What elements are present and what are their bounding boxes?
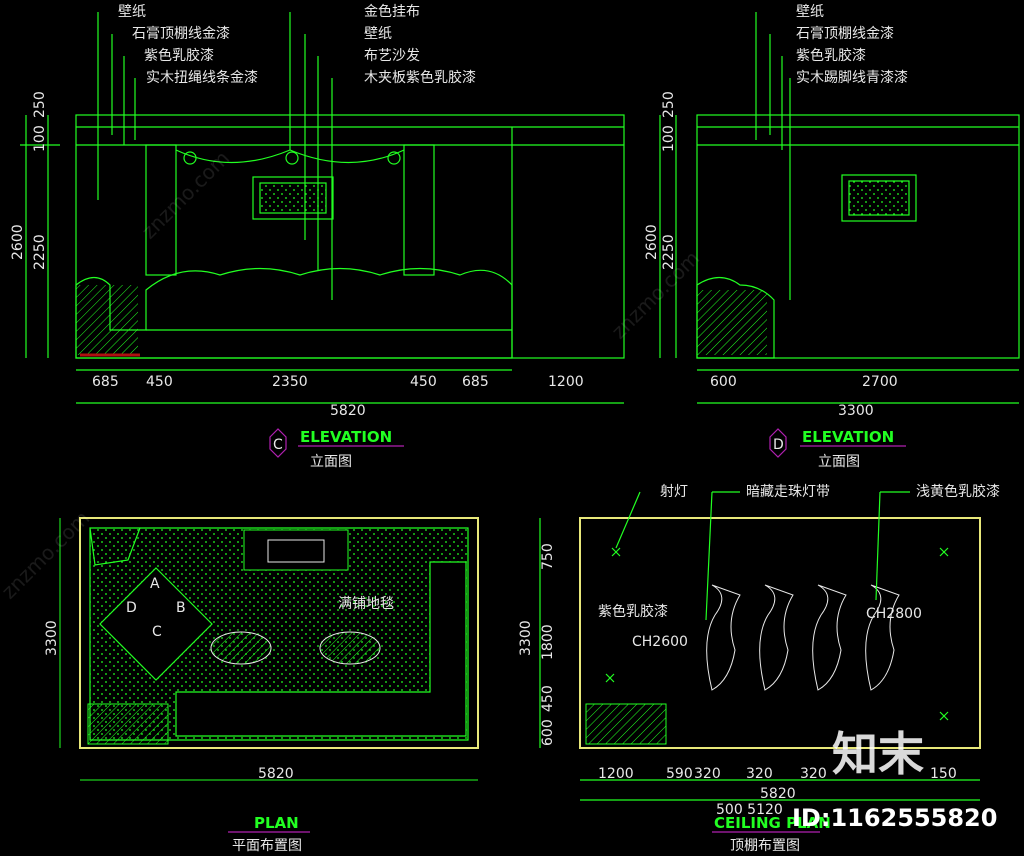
dim-h-685b: 685 bbox=[462, 374, 489, 390]
elevation-c bbox=[20, 12, 625, 404]
plan-dim-3300: 3300 bbox=[44, 620, 60, 656]
sectional-sofa bbox=[175, 561, 467, 737]
plan-dim-5820: 5820 bbox=[258, 766, 294, 782]
label-purple-ceiling: 紫色乳胶漆 bbox=[598, 603, 668, 620]
plan-walls bbox=[79, 517, 479, 749]
elevation-c-title: ELEVATION bbox=[300, 428, 392, 446]
dim-v-2250: 2250 bbox=[32, 234, 48, 270]
plan-title: PLAN bbox=[254, 814, 299, 832]
marker-b: B bbox=[176, 600, 186, 616]
picture-frame-d bbox=[841, 174, 917, 222]
sofa bbox=[75, 267, 513, 359]
dim-v-100: 100 bbox=[32, 125, 48, 152]
ceil-dim-3300: 3300 bbox=[518, 620, 534, 656]
plan-subtitle: 平面布置图 bbox=[232, 838, 302, 854]
d-dim-v-2250: 2250 bbox=[661, 234, 677, 270]
label-ch2600: CH2600 bbox=[632, 634, 688, 650]
elevation-d-title: ELEVATION bbox=[802, 428, 894, 446]
ceil-dim-750: 750 bbox=[540, 543, 556, 570]
watermark-repeat-1: znzmo.com bbox=[137, 146, 235, 244]
led-strip-3 bbox=[812, 584, 847, 691]
dim-v-250: 250 bbox=[32, 91, 48, 118]
carpet-label: 满铺地毯 bbox=[338, 596, 394, 612]
led-strip-2 bbox=[759, 584, 794, 691]
label-gypsum-cornice: 石膏顶棚线金漆 bbox=[132, 25, 230, 42]
elevation-d-subtitle: 立面图 bbox=[818, 454, 860, 470]
label-fabric-sofa: 布艺沙发 bbox=[364, 48, 420, 64]
ceiling: 射灯 暗藏走珠灯带 浅黄色乳胶漆 紫色乳胶漆 CH2600 CH2800 750… bbox=[518, 483, 1000, 854]
ceil-dim-590: 590 bbox=[666, 766, 693, 782]
elevation-c-labels: 壁纸 石膏顶棚线金漆 紫色乳胶漆 实木扭绳线条金漆 金色挂布 壁纸 布艺沙发 木… bbox=[10, 3, 584, 470]
ceil-dim-600: 600 bbox=[540, 719, 556, 746]
d-dim-total: 3300 bbox=[838, 403, 874, 419]
carpet-area bbox=[89, 527, 469, 741]
ceil-dim-320b: 320 bbox=[746, 766, 773, 782]
ceiling-subtitle: 顶棚布置图 bbox=[730, 838, 800, 854]
plan: 3300 5820 满铺地毯 A B C D PLAN 平面布置图 bbox=[44, 517, 479, 854]
marker-c: C bbox=[273, 437, 283, 453]
ceil-dim-1200: 1200 bbox=[598, 766, 634, 782]
elevation-d bbox=[659, 12, 1020, 404]
ceil-dim-150: 150 bbox=[930, 766, 957, 782]
ceil-dim-total: 5820 bbox=[760, 786, 796, 802]
marker-d-plan: D bbox=[126, 600, 137, 616]
d-label-baseboard: 实木踢脚线青漆漆 bbox=[796, 70, 908, 86]
d-dim-v-2600: 2600 bbox=[644, 224, 660, 260]
elevation-d-labels: 壁纸 石膏顶棚线金漆 紫色乳胶漆 实木踢脚线青漆漆 250 100 2600 2… bbox=[644, 4, 908, 470]
ceil-dim-1800: 1800 bbox=[540, 624, 556, 660]
picture-frame bbox=[252, 176, 334, 220]
marker-a: A bbox=[150, 576, 160, 592]
d-dim-h-600: 600 bbox=[710, 374, 737, 390]
led-strip-1 bbox=[706, 584, 741, 691]
watermark-logo: 知末 bbox=[832, 727, 924, 781]
ceil-lower-dims: 500 5120 bbox=[716, 802, 783, 818]
label-spotlight: 射灯 bbox=[660, 484, 688, 500]
led-strip-4 bbox=[865, 584, 900, 691]
label-gold-drape: 金色挂布 bbox=[364, 3, 420, 20]
dim-v-2600: 2600 bbox=[10, 224, 26, 260]
watermark-id: ID:1162555820 bbox=[792, 804, 997, 832]
label-yellow-paint: 浅黄色乳胶漆 bbox=[916, 483, 1000, 500]
ceil-dim-450: 450 bbox=[540, 685, 556, 712]
marker-c-plan: C bbox=[152, 624, 162, 640]
dim-h-450: 450 bbox=[146, 374, 173, 390]
label-wallpaper-2: 壁纸 bbox=[364, 26, 392, 42]
d-dim-v-250: 250 bbox=[661, 91, 677, 118]
ceiling-title: CEILING PLAN bbox=[714, 814, 831, 832]
label-plywood-purple: 木夹板紫色乳胶漆 bbox=[364, 69, 476, 86]
d-label-gypsum: 石膏顶棚线金漆 bbox=[796, 25, 894, 42]
d-dim-v-100: 100 bbox=[661, 125, 677, 152]
dim-h-450b: 450 bbox=[410, 374, 437, 390]
ceil-dim-320a: 320 bbox=[694, 766, 721, 782]
marker-d: D bbox=[773, 437, 784, 453]
label-wallpaper: 壁纸 bbox=[118, 4, 146, 20]
label-rope-molding: 实木扭绳线条金漆 bbox=[146, 69, 258, 86]
elevation-d-wall bbox=[696, 114, 1020, 359]
dim-h-1200: 1200 bbox=[548, 374, 584, 390]
label-purple-paint: 紫色乳胶漆 bbox=[144, 47, 214, 64]
ceiling-walls bbox=[579, 517, 981, 749]
dim-h-2350: 2350 bbox=[272, 374, 308, 390]
d-label-purple: 紫色乳胶漆 bbox=[796, 47, 866, 64]
dim-total: 5820 bbox=[330, 403, 366, 419]
d-dim-h-2700: 2700 bbox=[862, 374, 898, 390]
label-ch2800: CH2800 bbox=[866, 606, 922, 622]
game-table bbox=[99, 567, 213, 681]
dim-h-685: 685 bbox=[92, 374, 119, 390]
elevation-c-subtitle: 立面图 bbox=[310, 454, 352, 470]
label-led-strip: 暗藏走珠灯带 bbox=[746, 484, 830, 500]
d-label-wallpaper: 壁纸 bbox=[796, 4, 824, 20]
ceil-dim-320c: 320 bbox=[800, 766, 827, 782]
